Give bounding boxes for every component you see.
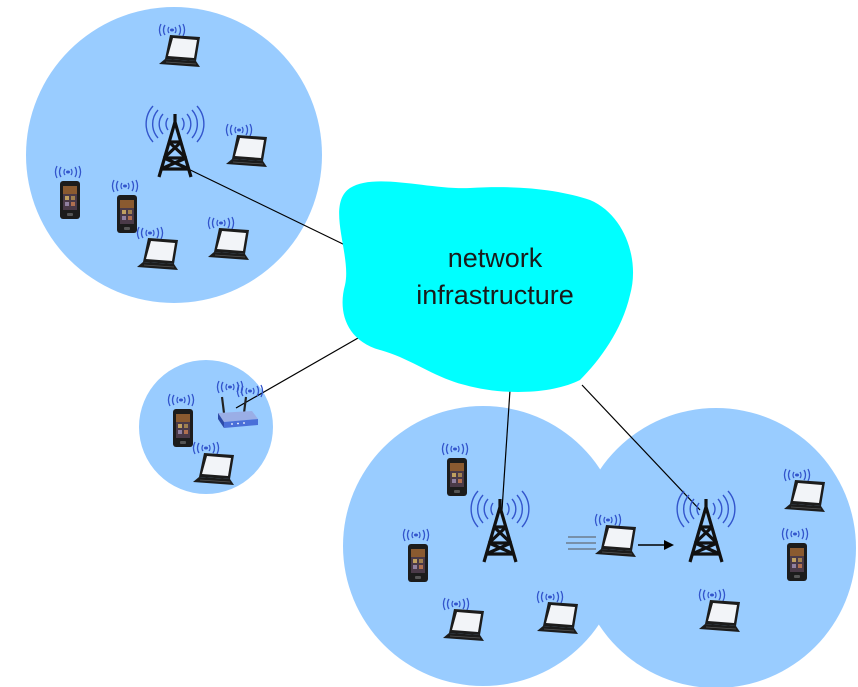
link-tower-bottom-right [581, 384, 701, 511]
motion-arrow-icon [638, 540, 674, 550]
motion-lines [566, 536, 596, 550]
link-wifi-router [235, 329, 373, 409]
coverage-cell-bottom-right [576, 408, 856, 687]
coverage-cell-wifi [139, 360, 273, 494]
coverage-cell-top-left [26, 7, 322, 303]
network-links [179, 164, 701, 511]
network-infrastructure-cloud [339, 181, 634, 392]
link-tower-bottom-center [501, 389, 511, 511]
cloud-label-network: network [447, 243, 543, 273]
cloud-label-infrastructure: infrastructure [416, 280, 574, 310]
link-tower-top-left [179, 164, 346, 246]
